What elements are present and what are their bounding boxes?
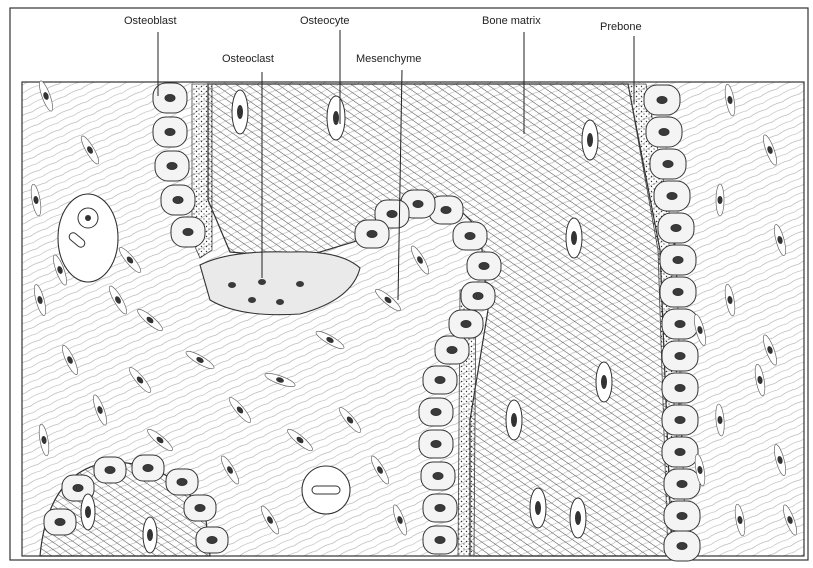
osteoblast-cell <box>132 455 164 481</box>
osteocyte <box>506 400 522 440</box>
osteoblast-cell <box>461 282 495 310</box>
osteoblast-cell <box>171 217 205 247</box>
osteocyte <box>232 90 248 134</box>
osteoblast-cell <box>662 309 698 339</box>
osteocyte <box>81 494 95 530</box>
osteoblast-cell <box>664 469 700 499</box>
osteocyte <box>566 218 582 258</box>
osteoblast-cell <box>662 405 698 435</box>
osteoblast-cell <box>644 85 680 115</box>
osteoblast-cell <box>423 526 457 554</box>
osteoblast-cell <box>650 149 686 179</box>
osteoblast-cell <box>646 117 682 147</box>
osteoblast-cell <box>355 220 389 248</box>
osteoblast-cell <box>654 181 690 211</box>
osteoblast-cell <box>453 222 487 250</box>
osteoblast-cell <box>196 527 228 553</box>
osteoblast-cell <box>184 495 216 521</box>
osteoblast-cell <box>423 494 457 522</box>
osteocyte <box>596 362 612 402</box>
mesenchyme-cell <box>716 184 724 216</box>
label-mesenchyme: Mesenchyme <box>356 53 421 65</box>
osteoblast-cell <box>423 366 457 394</box>
osteocyte <box>327 96 345 140</box>
osteoblast-cell <box>660 277 696 307</box>
osteoblast-cell <box>662 373 698 403</box>
osteoblast-cell <box>467 252 501 280</box>
osteocyte <box>143 517 157 553</box>
label-prebone: Prebone <box>600 21 642 33</box>
osteoblast-cell <box>161 185 195 215</box>
osteoblast-cell <box>435 336 469 364</box>
osteoblast-cell <box>664 501 700 531</box>
osteoblast-cell <box>419 398 453 426</box>
osteocyte <box>530 488 546 528</box>
label-osteocyte: Osteocyte <box>300 15 350 27</box>
osteocyte <box>570 498 586 538</box>
osteoblast-cell <box>662 437 698 467</box>
blood-vessel <box>302 466 350 514</box>
label-osteoclast: Osteoclast <box>222 53 274 65</box>
osteoblast-cell <box>449 310 483 338</box>
label-osteoblast: Osteoblast <box>124 15 177 27</box>
osteoblast-cell <box>658 213 694 243</box>
osteoblast-cell <box>421 462 455 490</box>
osteoblast-cell <box>660 245 696 275</box>
osteoblast-cell <box>153 117 187 147</box>
osteoblast-cell <box>94 457 126 483</box>
osteocyte <box>582 120 598 160</box>
osteoblast-cell <box>662 341 698 371</box>
blood-vessel <box>58 194 118 282</box>
osteoblast-cell <box>44 509 76 535</box>
osteoblast-cell <box>419 430 453 458</box>
osteoblast-cell <box>664 531 700 561</box>
osteoblast-cell <box>155 151 189 181</box>
osteoblast-cell <box>166 469 198 495</box>
label-bone-matrix: Bone matrix <box>482 15 541 27</box>
